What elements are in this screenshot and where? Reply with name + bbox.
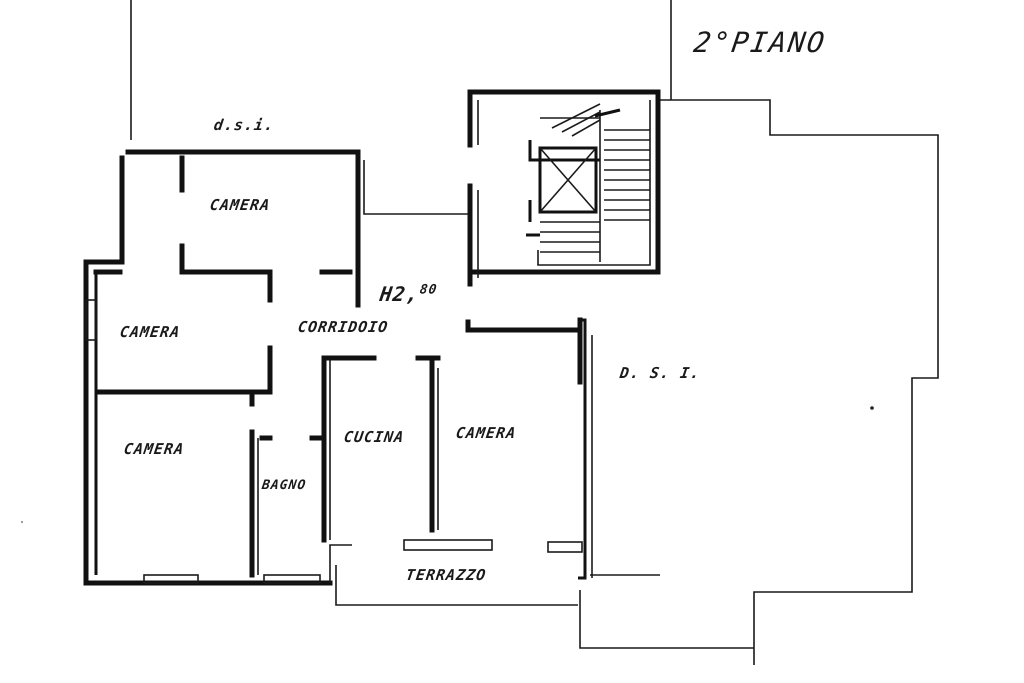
ceiling-height-label: H2,80 bbox=[378, 282, 438, 306]
room-label-corridoio: CORRIDOIO bbox=[296, 318, 390, 336]
interior-walls bbox=[93, 155, 583, 578]
windows bbox=[85, 299, 583, 584]
floor-title: 2°PIANO bbox=[691, 26, 829, 59]
room-label-camera-left: CAMERA bbox=[118, 323, 182, 341]
label-dsi-right: D. S. I. bbox=[618, 364, 702, 382]
elevator-shaft bbox=[538, 146, 598, 214]
site-boundary-lines bbox=[130, 0, 939, 665]
survey-mark bbox=[870, 406, 874, 410]
room-label-bagno: BAGNO bbox=[260, 478, 308, 493]
room-label-camera-right: CAMERA bbox=[454, 424, 518, 442]
ceiling-height-exp: 80 bbox=[418, 282, 439, 298]
room-label-terrazzo: TERRAZZO bbox=[404, 566, 488, 584]
label-dsi-top: d.s.i. bbox=[212, 116, 276, 134]
perimeter-walls bbox=[83, 149, 593, 586]
ceiling-height-base: H2, bbox=[378, 282, 421, 306]
room-label-cucina: CUCINA bbox=[342, 428, 406, 446]
stair-core bbox=[467, 89, 661, 287]
room-label-camera-bottom-left: CAMERA bbox=[122, 440, 186, 458]
scan-dot bbox=[21, 521, 23, 523]
stair-treads bbox=[540, 103, 650, 253]
room-label-camera-top: CAMERA bbox=[208, 196, 272, 214]
